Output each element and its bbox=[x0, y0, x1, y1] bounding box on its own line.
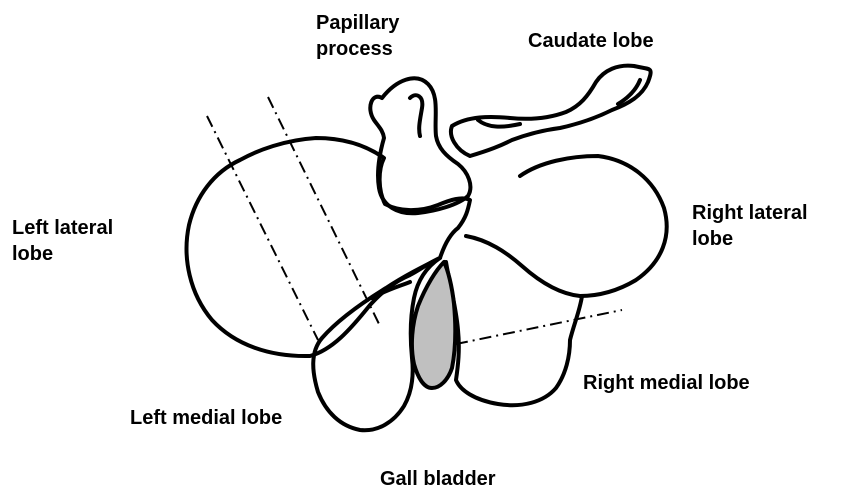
caudate-lobe-label: Caudate lobe bbox=[528, 28, 654, 54]
division-line-3 bbox=[456, 310, 622, 344]
left-lateral-lobe-label: Left lateral lobe bbox=[12, 215, 113, 267]
right-medial-lobe-label: Right medial lobe bbox=[583, 370, 750, 396]
right-lateral-lobe-outline bbox=[466, 156, 667, 296]
caudate-inner-line bbox=[478, 120, 520, 127]
papillary-inner-fold bbox=[410, 95, 422, 136]
gall-bladder-label: Gall bladder bbox=[380, 466, 496, 492]
right-lateral-lobe-label: Right lateral lobe bbox=[692, 200, 808, 252]
left-medial-lobe-label: Left medial lobe bbox=[130, 405, 282, 431]
division-line-2 bbox=[268, 97, 380, 326]
papillary-process-label: Papillary process bbox=[316, 10, 399, 62]
caudate-lobe-outline bbox=[451, 66, 651, 156]
right-medial-lobe-outline bbox=[446, 262, 582, 405]
